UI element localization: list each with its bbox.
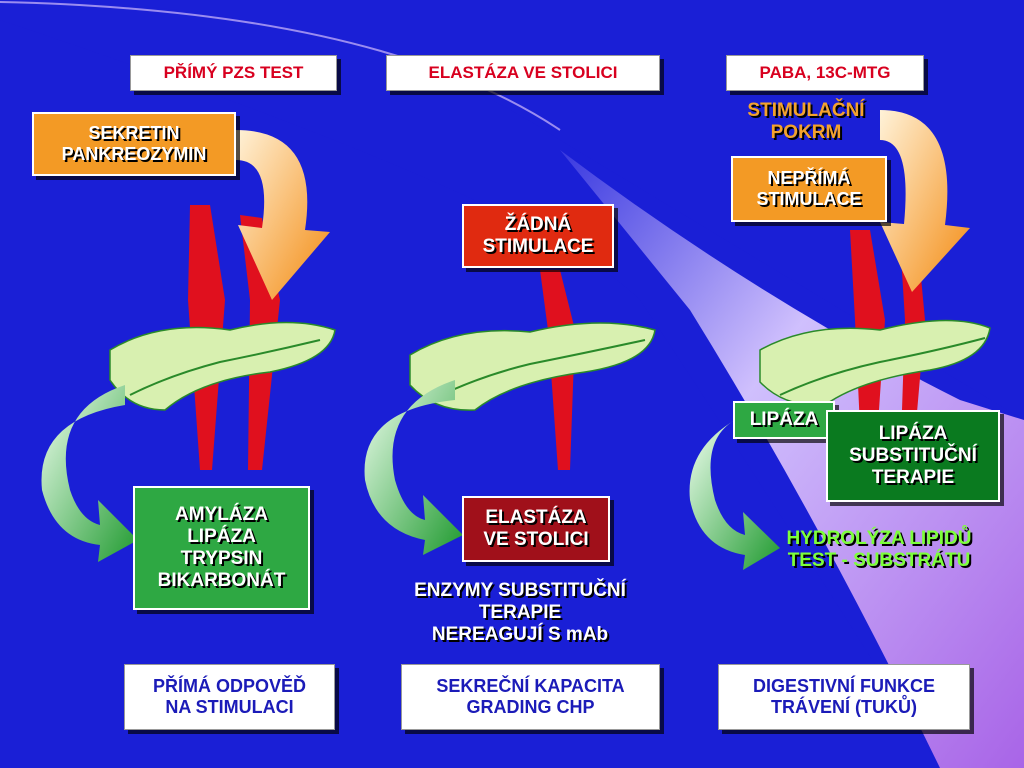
- pancreas-illustration-2: [409, 270, 656, 470]
- stimulus-arrow-3: [880, 110, 970, 292]
- header-elastase: ELASTÁZA VE STOLICI: [386, 55, 660, 91]
- output-arrow-1: [41, 385, 139, 562]
- output-arrow-2: [364, 380, 463, 555]
- lipase-box: LIPÁZA: [733, 401, 835, 439]
- output-arrow-3: [689, 420, 780, 570]
- stimulus-arrow-1: [236, 130, 330, 300]
- header-paba: PABA, 13C-MTG: [726, 55, 924, 91]
- header-direct-test: PŘÍMÝ PZS TEST: [130, 55, 337, 91]
